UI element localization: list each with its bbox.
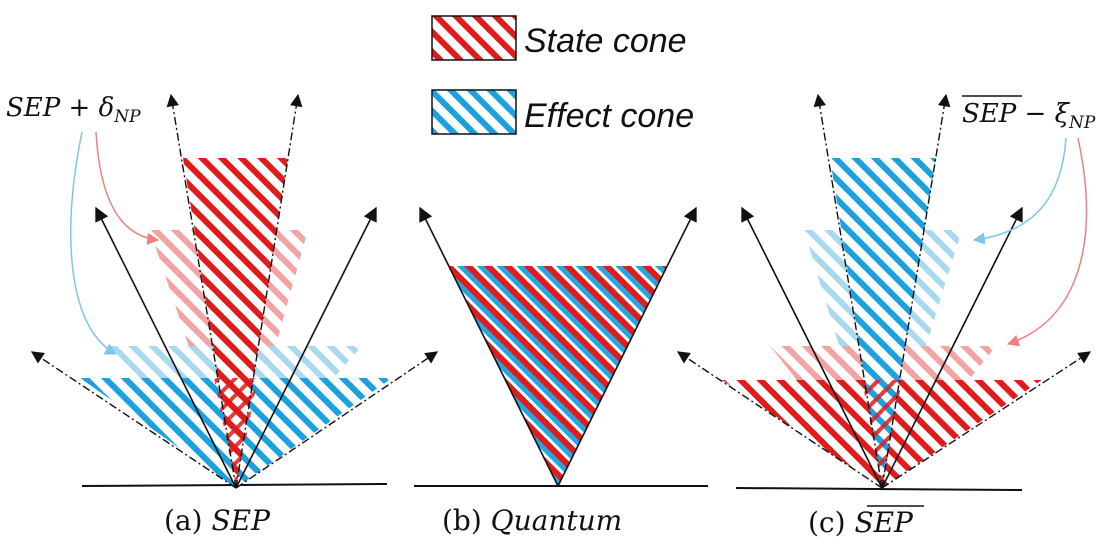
panel-b-caption: (b) Quantum	[442, 504, 622, 537]
panel-a-axis-dashed-left	[30, 351, 237, 489]
panel-c-red-pointer-arrow	[1006, 137, 1088, 347]
panel-a-red-pointer-arrow	[95, 131, 160, 245]
panel-c-blue-pointer-arrow	[972, 137, 1067, 245]
panel-c-axis-dashed-left	[676, 351, 883, 489]
panel-c-caption: (c) SEP	[808, 506, 914, 539]
panel-a-overlap	[214, 378, 258, 488]
panel-a-state-cone	[183, 158, 288, 488]
panel-b-axis-left	[419, 206, 559, 487]
panel-c-axis-right	[881, 206, 1023, 489]
effect-cone-swatch	[431, 89, 517, 135]
panel-c-axis-left	[741, 206, 883, 489]
panel-c-axis-dashed-upright	[881, 93, 951, 489]
panel-c-axis-dashed-right	[881, 351, 1092, 489]
state-cone-label: State cone	[524, 22, 687, 60]
effect-cone-label: Effect cone	[524, 97, 694, 135]
panel-a-axis-left	[95, 206, 237, 489]
sepbar-minus-xi-label: SEP − ξNP	[962, 99, 1096, 133]
legend: State cone Effect cone	[431, 15, 694, 135]
panel-c-overlap	[862, 380, 902, 488]
panel-a-axis-dashed-upleft	[166, 93, 237, 489]
state-cone-swatch	[431, 15, 517, 61]
sep-plus-delta-label: SEP + δNP	[6, 93, 141, 127]
panel-b-effect-cone-cross	[449, 266, 667, 486]
panel-b-axis-right	[557, 206, 697, 487]
panel-c-effect-cone	[830, 158, 936, 488]
panel-c-baseline	[735, 487, 1023, 491]
panel-a-blue-pointer-arrow	[70, 131, 118, 355]
panel-a-sep: SEP + δNP (a) SEP	[6, 93, 439, 537]
panel-a-axis-right	[235, 206, 377, 489]
panel-c-axis-dashed-upleft	[813, 93, 883, 489]
panel-a-caption: (a) SEP	[164, 504, 271, 537]
panel-a-axis-dashed-upright	[235, 93, 303, 489]
panel-c-sepbar: SEP − ξNP (c) SEP	[676, 93, 1096, 539]
panel-b-quantum: (b) Quantum	[414, 206, 708, 537]
